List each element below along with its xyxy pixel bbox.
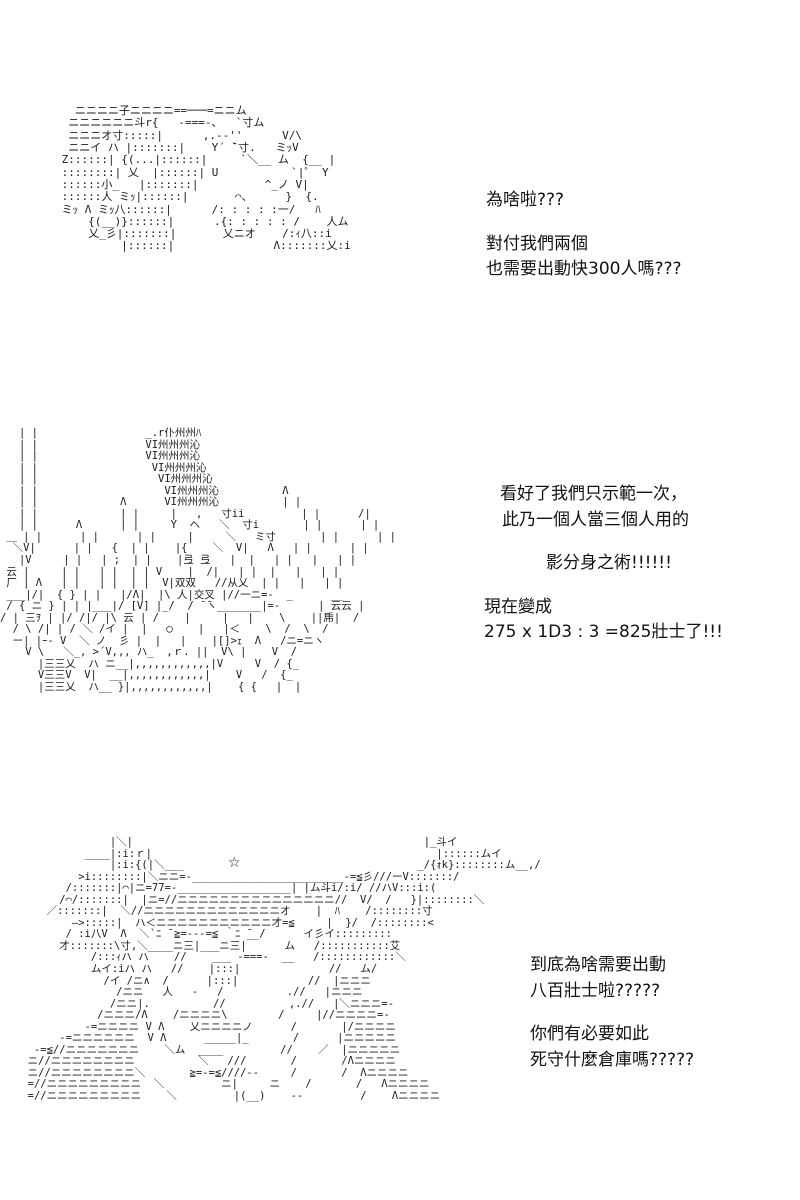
caption-line: 你們有必要如此 — [530, 1024, 649, 1044]
caption-1: 為啥啦??? 對付我們兩個 也需要出動快300人嗎??? — [486, 188, 682, 283]
caption-line: 影分身之術!!!!!! — [546, 553, 672, 573]
caption-line: 死守什麼倉庫嗎????? — [530, 1049, 695, 1070]
caption-line: 275 x 1D3 : 3 =825壯士了!!! — [484, 622, 723, 642]
caption-line: 到底為啥需要出動 — [530, 955, 666, 975]
ascii-art-clone-army: | | _.r仆州州ﾊ | | VI州州州沁 | | VI州州州沁 | | VI… — [0, 427, 397, 694]
caption-line: 為啥啦??? — [486, 190, 565, 210]
caption-line: 也需要出動快300人嗎??? — [486, 259, 682, 279]
caption-line: 八百壯士啦????? — [530, 980, 661, 1001]
caption-line: 看好了我們只示範一次， — [500, 484, 687, 504]
star-icon: ☆ — [228, 855, 241, 871]
caption-3: 到底為啥需要出動 八百壯士啦????? 你們有必要如此 死守什麼倉庫嗎????? — [530, 953, 694, 1073]
panel-3: ☆ |＼| |_斗イ ____|:i:ｒ| |::::::ムイ |:i:{(|＼… — [0, 825, 800, 1185]
panel-1: ニニニニ子ニニニニ==───=ニニム ニニニニニニ斗r{ -===-、 `寸ム … — [0, 90, 800, 350]
caption-2: 看好了我們只示範一次， 此乃一個人當三個人用的 影分身之術!!!!!! 現在變成… — [484, 482, 723, 646]
ascii-art-angry-character: |＼| |_斗イ ____|:i:ｒ| |::::::ムイ |:i:{(|＼__… — [27, 836, 541, 1103]
caption-line: 此乃一個人當三個人用的 — [502, 509, 689, 530]
panel-2: | | _.r仆州州ﾊ | | VI州州州沁 | | VI州州州沁 | | VI… — [0, 420, 800, 800]
ascii-art-two-characters: ニニニニ子ニニニニ==───=ニニム ニニニニニニ斗r{ -===-、 `寸ム … — [61, 104, 351, 253]
caption-line: 現在變成 — [484, 596, 552, 617]
caption-line: 對付我們兩個 — [486, 233, 588, 254]
